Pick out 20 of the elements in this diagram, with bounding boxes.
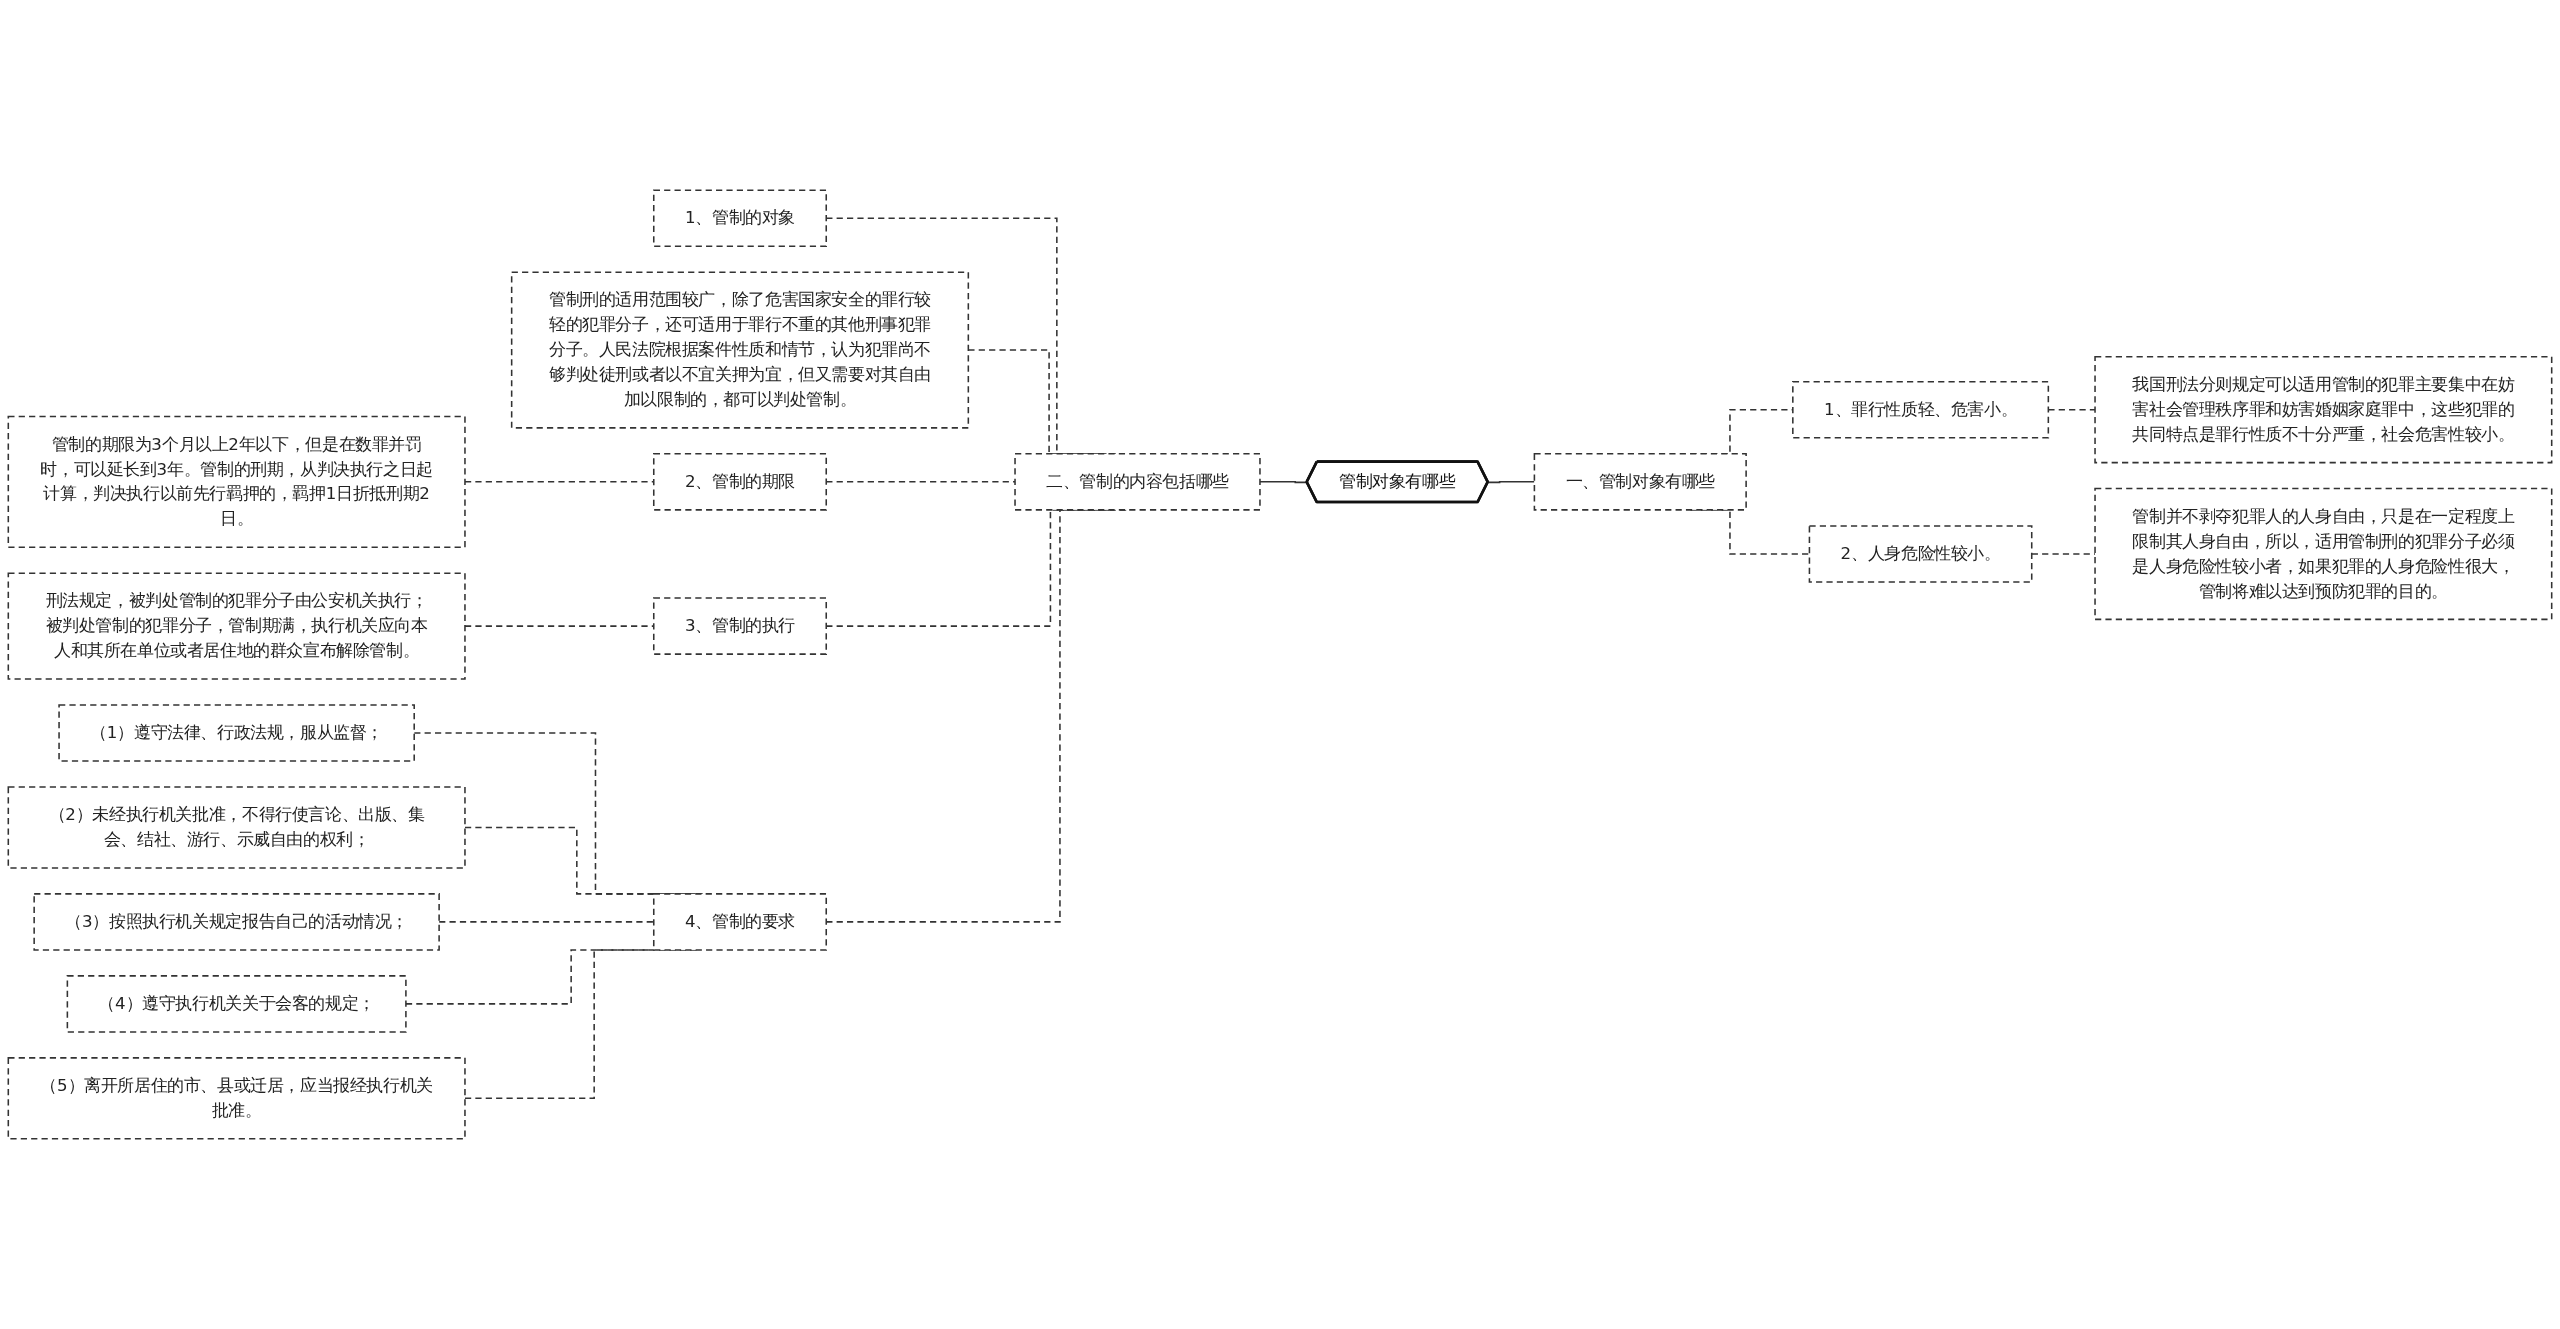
node-box: 1、罪行性质轻、危害小。 <box>1792 380 2050 439</box>
node-box: 2、人身危险性较小。 <box>1808 525 2033 583</box>
node-box: （4）遵守执行机关关于会客的规定； <box>66 975 407 1033</box>
node-box: 4、管制的要求 <box>653 893 827 951</box>
node-box: （1）遵守法律、行政法规，服从监督； <box>58 704 415 762</box>
node-box: 我国刑法分则规定可以适用管制的犯罪主要集中在妨害社会管理秩序罪和妨害婚姻家庭罪中，这些犯罪的共同特点是罪行性质不十分严重，社会危害性较小。 <box>2094 356 2553 464</box>
node-box: 管制刑的适用范围较广，除了危害国家安全的罪行较轻的犯罪分子，还可适用于罪行不重的其他刑事犯罪分子。人民法院根据案件性质和情节，认为犯罪尚不够判处徒刑或者以不宜关押为宜，但又需要对其自由加以限制的，都可以判处管制。 <box>510 271 970 429</box>
node-box: 一、管制对象有哪些 <box>1533 453 1747 511</box>
node-box: 3、管制的执行 <box>653 597 827 655</box>
node-box: 二、管制的内容包括哪些 <box>1014 453 1261 511</box>
node-box: 刑法规定，被判处管制的犯罪分子由公安机关执行；被判处管制的犯罪分子，管制期满，执行机关应向本人和其所在单位或者居住地的群众宣布解除管制。 <box>7 572 466 680</box>
connector <box>825 481 1016 483</box>
node-box: （2）未经执行机关批准，不得行使言论、出版、集会、结社、游行、示威自由的权利； <box>7 786 466 869</box>
node-box: （3）按照执行机关规定报告自己的活动情况； <box>33 893 440 951</box>
node-box: 2、管制的期限 <box>653 453 827 511</box>
node-box: （5）离开所居住的市、县或迁居，应当报经执行机关批准。 <box>7 1057 466 1140</box>
connector <box>1259 481 1308 484</box>
node-box: 管制并不剥夺犯罪人的人身自由，只是在一定程度上限制其人身自由，所以，适用管制刑的犯罪分子必须是人身危险性较小者，如果犯罪的人身危险性很大，管制将难以达到预防犯罪的目的。 <box>2094 487 2553 621</box>
node-box: 1、管制的对象 <box>653 189 827 247</box>
node-box: 管制的期限为3个月以上2年以下，但是在数罪并罚时，可以延长到3年。管制的刑期，从判决执行之日起计算，判决执行以前先行羁押的，羁押1日折抵刑期2日。 <box>7 415 466 548</box>
